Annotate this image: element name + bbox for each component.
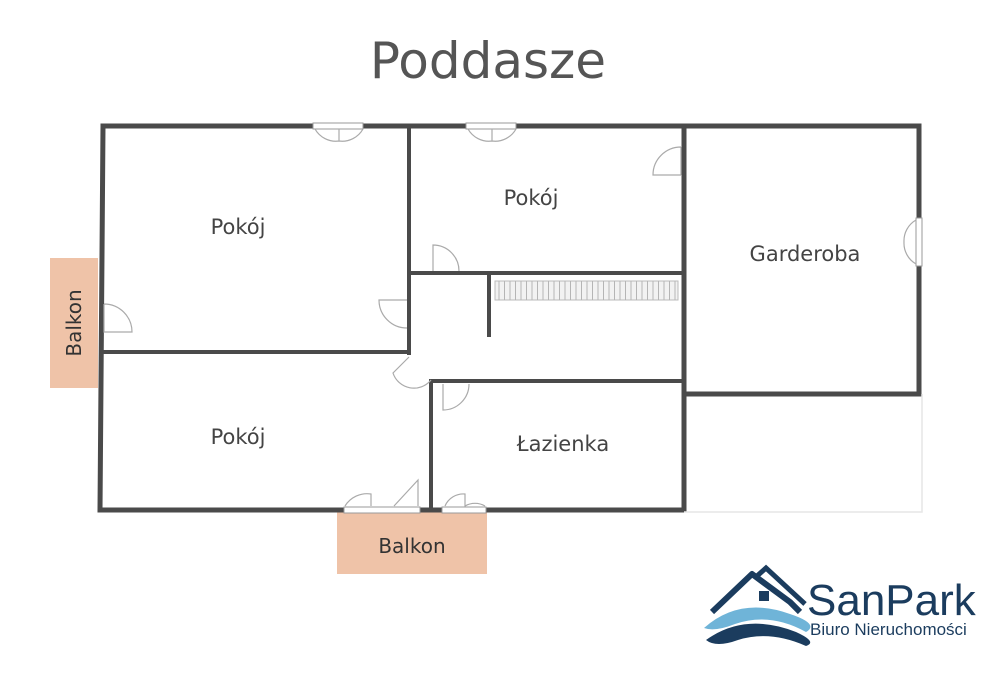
logo-subtitle: Biuro Nieruchomości [810,620,967,639]
outer-walls [97,123,922,513]
room-label-wardrobe: Garderoba [750,242,861,266]
window-top-left [312,122,364,130]
door-top-middle-window [467,128,517,142]
door-top-middle-room [432,244,460,272]
balcony-bottom [337,512,487,574]
balcony-left-label: Balkon [62,289,86,356]
door-bath-window [444,493,486,508]
door-wardrobe [652,146,682,176]
room-label-top-middle: Pokój [504,186,559,210]
windows [312,122,923,514]
balcony-bottom-label: Balkon [378,534,445,558]
window-bottom-bath [441,506,487,514]
door-top-left-window [314,128,364,142]
room-label-bathroom: Łazienka [516,432,609,456]
window-bottom-balcony [343,506,421,514]
window-right [915,217,923,267]
logo-name: SanPark [807,576,977,625]
balcony-left [50,258,98,388]
window-top-middle [465,122,517,130]
door-top-left-room [378,299,408,329]
stairs [494,280,679,301]
door-right-window [903,219,917,265]
sanpark-logo: SanPark Biuro Nieruchomości [704,564,977,646]
interior-walls [102,126,684,510]
room-label-top-left: Pokój [211,215,266,239]
door-bathroom [442,383,470,411]
plan-title: Poddasze [370,32,606,90]
open-area-outline [684,394,923,513]
door-balcony-bottom [344,478,419,507]
doors [103,128,917,508]
door-balcony-left [103,303,133,333]
house-wave-icon [704,564,811,646]
door-bottom-left-room [392,356,432,389]
room-label-bottom-left: Pokój [211,425,266,449]
